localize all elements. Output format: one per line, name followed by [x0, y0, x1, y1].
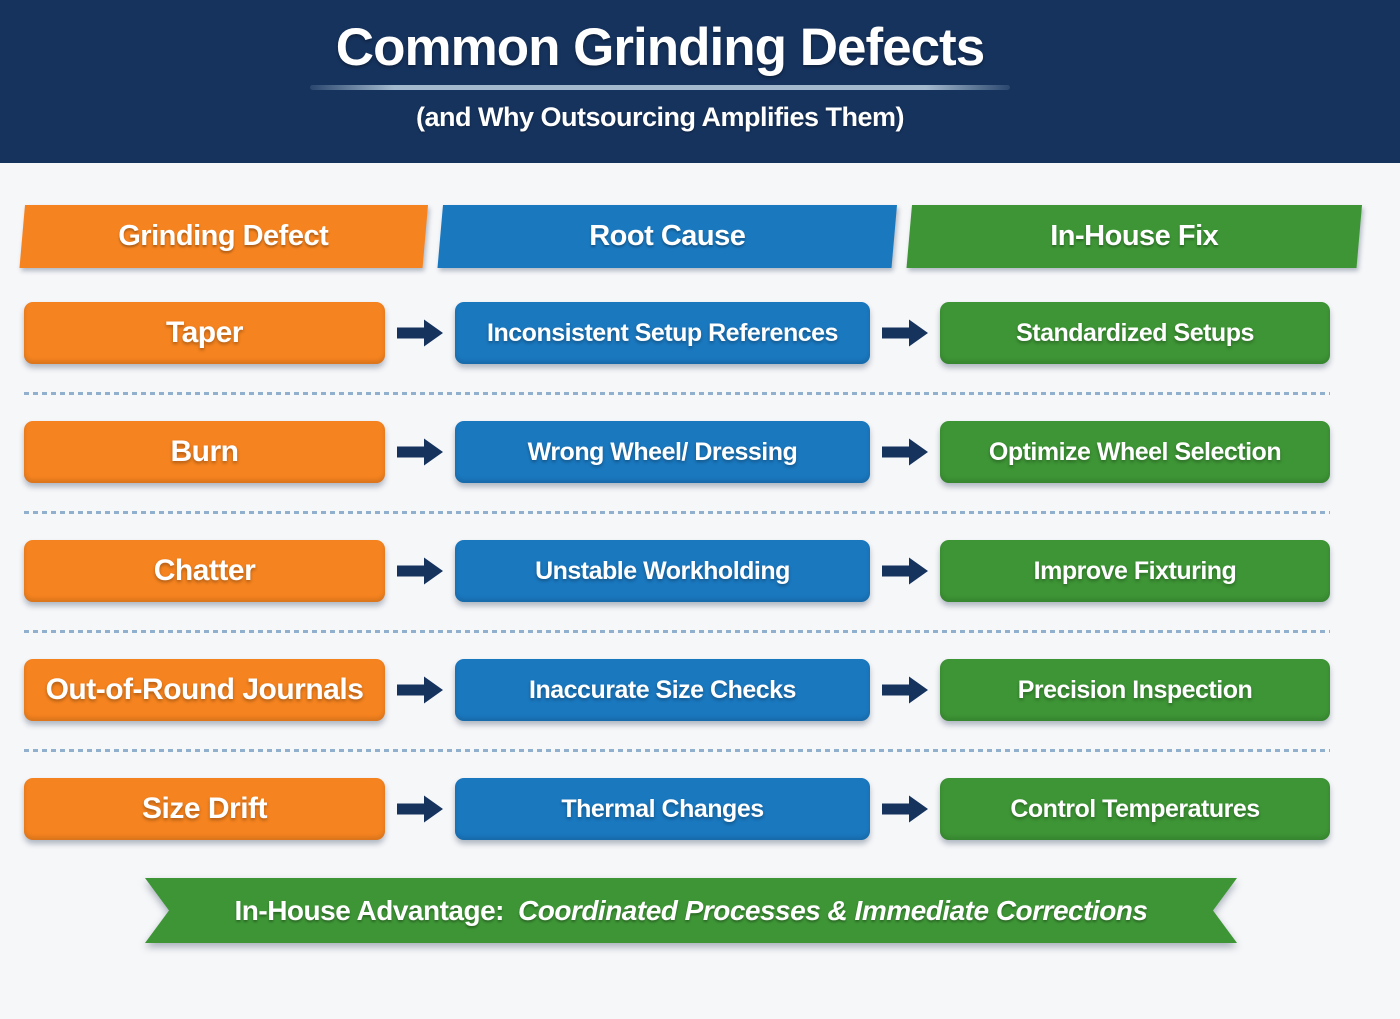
table-row-burn: Burn Wrong Wheel/ Dressing Optimize Whee… — [24, 421, 1330, 483]
fix-label: Precision Inspection — [1017, 675, 1253, 704]
defect-box: Size Drift — [24, 778, 385, 840]
title-underline — [310, 84, 1010, 90]
arrow-right-icon — [385, 319, 455, 347]
defect-label: Taper — [166, 316, 243, 349]
fix-label: Control Temperatures — [1010, 794, 1260, 823]
table-row-chatter: Chatter Unstable Workholding Improve Fix… — [24, 540, 1330, 602]
ribbon-text: Coordinated Processes & Immediate Correc… — [518, 894, 1148, 926]
row-divider — [24, 749, 1330, 752]
fix-box: Improve Fixturing — [940, 540, 1330, 602]
column-header-in-house-fix: In-House Fix — [906, 205, 1362, 268]
arrow-right-icon — [870, 438, 940, 466]
column-header-root-cause: Root Cause — [437, 205, 897, 268]
arrow-right-icon — [870, 319, 940, 347]
fix-box: Control Temperatures — [940, 778, 1330, 840]
defect-label: Burn — [170, 435, 240, 468]
column-header-label: In-House Fix — [1050, 220, 1219, 252]
fix-box: Standardized Setups — [940, 302, 1330, 364]
table-row-out-of-round: Out-of-Round Journals Inaccurate Size Ch… — [24, 659, 1330, 721]
fix-label: Improve Fixturing — [1033, 556, 1237, 585]
fix-label: Optimize Wheel Selection — [988, 437, 1282, 466]
header-banner: Common Grinding Defects (and Why Outsour… — [0, 0, 1400, 163]
cause-box: Thermal Changes — [455, 778, 870, 840]
defect-box: Taper — [24, 302, 385, 364]
defect-label: Size Drift — [141, 792, 268, 825]
page-subtitle: (and Why Outsourcing Amplifies Them) — [415, 101, 905, 132]
arrow-right-icon — [870, 676, 940, 704]
cause-box: Wrong Wheel/ Dressing — [455, 421, 870, 483]
defect-box: Chatter — [24, 540, 385, 602]
defect-rows: Taper Inconsistent Setup References Stan… — [24, 302, 1330, 840]
defect-box: Out-of-Round Journals — [24, 659, 385, 721]
fix-box: Optimize Wheel Selection — [940, 421, 1330, 483]
defect-box: Burn — [24, 421, 385, 483]
column-header-grinding-defect: Grinding Defect — [19, 205, 428, 268]
advantage-ribbon: In-House Advantage: Coordinated Processe… — [145, 878, 1237, 943]
cause-label: Thermal Changes — [561, 794, 764, 823]
cause-label: Wrong Wheel/ Dressing — [527, 437, 798, 466]
advantage-ribbon-wrap: In-House Advantage: Coordinated Processe… — [145, 878, 1237, 943]
cause-box: Inaccurate Size Checks — [455, 659, 870, 721]
defect-label: Chatter — [153, 554, 256, 587]
column-header-label: Root Cause — [589, 220, 746, 252]
cause-box: Unstable Workholding — [455, 540, 870, 602]
fix-box: Precision Inspection — [940, 659, 1330, 721]
page-title: Common Grinding Defects — [335, 18, 985, 77]
table-row-taper: Taper Inconsistent Setup References Stan… — [24, 302, 1330, 364]
arrow-right-icon — [870, 557, 940, 585]
cause-box: Inconsistent Setup References — [455, 302, 870, 364]
row-divider — [24, 392, 1330, 395]
arrow-right-icon — [385, 676, 455, 704]
column-header-label: Grinding Defect — [118, 220, 329, 252]
row-divider — [24, 630, 1330, 633]
arrow-right-icon — [385, 438, 455, 466]
row-divider — [24, 511, 1330, 514]
defect-label: Out-of-Round Journals — [45, 673, 364, 706]
ribbon-label: In-House Advantage: — [234, 894, 504, 926]
arrow-right-icon — [870, 795, 940, 823]
cause-label: Inaccurate Size Checks — [529, 675, 796, 704]
arrow-right-icon — [385, 557, 455, 585]
arrow-right-icon — [385, 795, 455, 823]
column-header-band: Grinding Defect Root Cause In-House Fix — [19, 205, 1400, 268]
fix-label: Standardized Setups — [1016, 318, 1254, 347]
cause-label: Unstable Workholding — [535, 556, 790, 585]
cause-label: Inconsistent Setup References — [487, 318, 838, 347]
table-row-size-drift: Size Drift Thermal Changes Control Tempe… — [24, 778, 1330, 840]
